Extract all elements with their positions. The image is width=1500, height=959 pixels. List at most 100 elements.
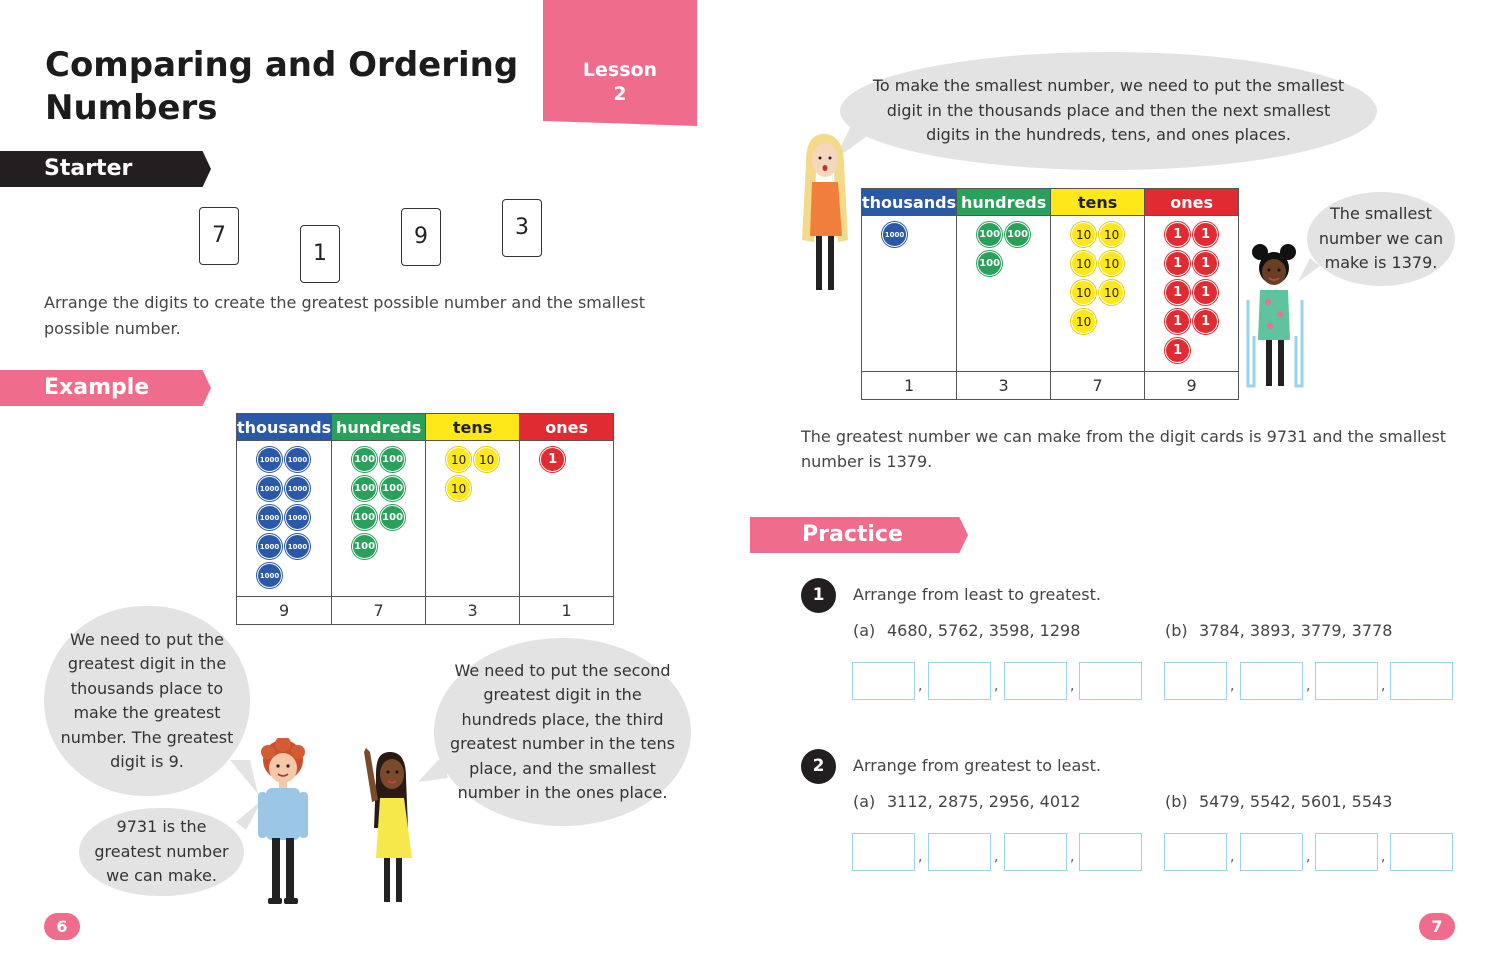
page-number-left: 6 (44, 913, 80, 940)
comma-separator: , (918, 849, 923, 865)
part-b-values: 3784, 3893, 3779, 3778 (1199, 621, 1393, 640)
counter-1000: 1000 (285, 534, 310, 559)
digit-card: 1 (300, 225, 340, 283)
column-header-ones: ones (1144, 188, 1240, 216)
counter-10: 10 (446, 447, 472, 472)
digit-cell: 1 (519, 596, 615, 625)
left-page: Comparing and Ordering Numbers Lesson 2 … (0, 0, 697, 940)
speech-bubble-text: The smallest number we can make is 1379. (1318, 204, 1444, 273)
counter-1: 1 (1165, 251, 1191, 276)
counter-1: 1 (1193, 222, 1219, 247)
column-header-hundreds: hundreds (331, 413, 427, 441)
answer-box[interactable] (928, 833, 991, 871)
digit-card: 7 (199, 207, 239, 265)
practice-banner: Practice (750, 517, 968, 553)
answer-box[interactable] (1240, 662, 1303, 700)
counter-100: 100 (352, 534, 378, 559)
speech-bubble-greatest: We need to put the greatest digit in the… (44, 606, 250, 796)
girl-pointing-illustration (364, 748, 412, 902)
answer-box[interactable] (852, 833, 915, 871)
question-number-badge: 1 (801, 578, 836, 613)
counter-10: 10 (474, 447, 500, 472)
answer-box[interactable] (1004, 662, 1067, 700)
speech-bubble-smallest-rule: To make the smallest number, we need to … (840, 52, 1377, 170)
speech-bubble-9731: 9731 is the greatest number we can make. (79, 808, 244, 896)
digit-cell: 9 (1144, 371, 1240, 400)
part-a-label: (a) (853, 792, 876, 811)
answer-box[interactable] (1004, 833, 1067, 871)
counter-100: 100 (352, 476, 378, 501)
bubble-tail (834, 120, 870, 160)
answer-box[interactable] (1390, 833, 1453, 871)
counter-1000: 1000 (257, 505, 282, 530)
counter-1000: 1000 (257, 447, 282, 472)
counter-100: 100 (352, 447, 378, 472)
counter-100: 100 (1005, 222, 1031, 247)
part-b-values: 5479, 5542, 5601, 5543 (1199, 792, 1393, 811)
answer-box[interactable] (1315, 662, 1378, 700)
comma-separator: , (1230, 849, 1235, 865)
answer-box[interactable] (1164, 662, 1227, 700)
girl-wheelchair-illustration (1246, 244, 1304, 388)
comma-separator: , (1306, 849, 1311, 865)
answer-box[interactable] (928, 662, 991, 700)
counter-1000: 1000 (257, 534, 282, 559)
answer-box[interactable] (1079, 833, 1142, 871)
counter-10: 10 (1099, 222, 1125, 247)
lesson-tab-number: 2 (613, 83, 627, 105)
counter-1: 1 (1193, 251, 1219, 276)
digit-card: 9 (401, 208, 441, 266)
comma-separator: , (994, 849, 999, 865)
comma-separator: , (1070, 678, 1075, 694)
comma-separator: , (1070, 849, 1075, 865)
column-header-ones: ones (519, 413, 615, 441)
question-prompt: Arrange from greatest to least. (853, 756, 1101, 775)
counter-1: 1 (1165, 309, 1191, 334)
comma-separator: , (1381, 678, 1386, 694)
counter-1000: 1000 (285, 476, 310, 501)
counter-1000: 1000 (882, 222, 907, 247)
counter-100: 100 (977, 251, 1003, 276)
answer-box[interactable] (852, 662, 915, 700)
counter-100: 100 (977, 222, 1003, 247)
counter-1000: 1000 (285, 447, 310, 472)
answer-box[interactable] (1164, 833, 1227, 871)
counter-cell-thousands: 1000 (860, 215, 958, 372)
answer-box[interactable] (1079, 662, 1142, 700)
answer-box[interactable] (1315, 833, 1378, 871)
boy-illustration (258, 738, 308, 904)
page-title-line-1: Comparing and Ordering (45, 45, 519, 85)
column-header-thousands: thousands (860, 188, 958, 216)
page-title: Comparing and Ordering Numbers (45, 44, 518, 130)
speech-bubble-text: 9731 is the greatest number we can make. (94, 817, 229, 886)
answer-box[interactable] (1390, 662, 1453, 700)
part-b-label: (b) (1165, 792, 1188, 811)
page-title-line-2: Numbers (45, 88, 218, 128)
counter-1: 1 (1165, 338, 1191, 363)
speech-bubble-second-greatest: We need to put the second greatest digit… (434, 638, 691, 826)
counter-10: 10 (1071, 251, 1097, 276)
speech-bubble-text: We need to put the greatest digit in the… (60, 629, 234, 772)
lesson-tab: Lesson 2 (543, 0, 697, 126)
counter-1000: 1000 (257, 476, 282, 501)
counter-1000: 1000 (257, 563, 282, 588)
answer-box[interactable] (1240, 833, 1303, 871)
counter-100: 100 (380, 447, 406, 472)
girl-blonde-illustration (802, 134, 848, 290)
speech-bubble-text: We need to put the second greatest digit… (450, 660, 675, 803)
part-a-label: (a) (853, 621, 876, 640)
bubble-tail (1298, 258, 1320, 282)
counter-10: 10 (1071, 309, 1097, 334)
bubble-tail (418, 756, 448, 782)
counter-cell-ones: 1 (519, 440, 615, 597)
column-header-thousands: thousands (235, 413, 333, 441)
comma-separator: , (1306, 678, 1311, 694)
counter-10: 10 (1071, 280, 1097, 305)
digit-cell: 7 (1050, 371, 1146, 400)
bubble-tail (236, 800, 262, 830)
counter-10: 10 (1099, 251, 1125, 276)
